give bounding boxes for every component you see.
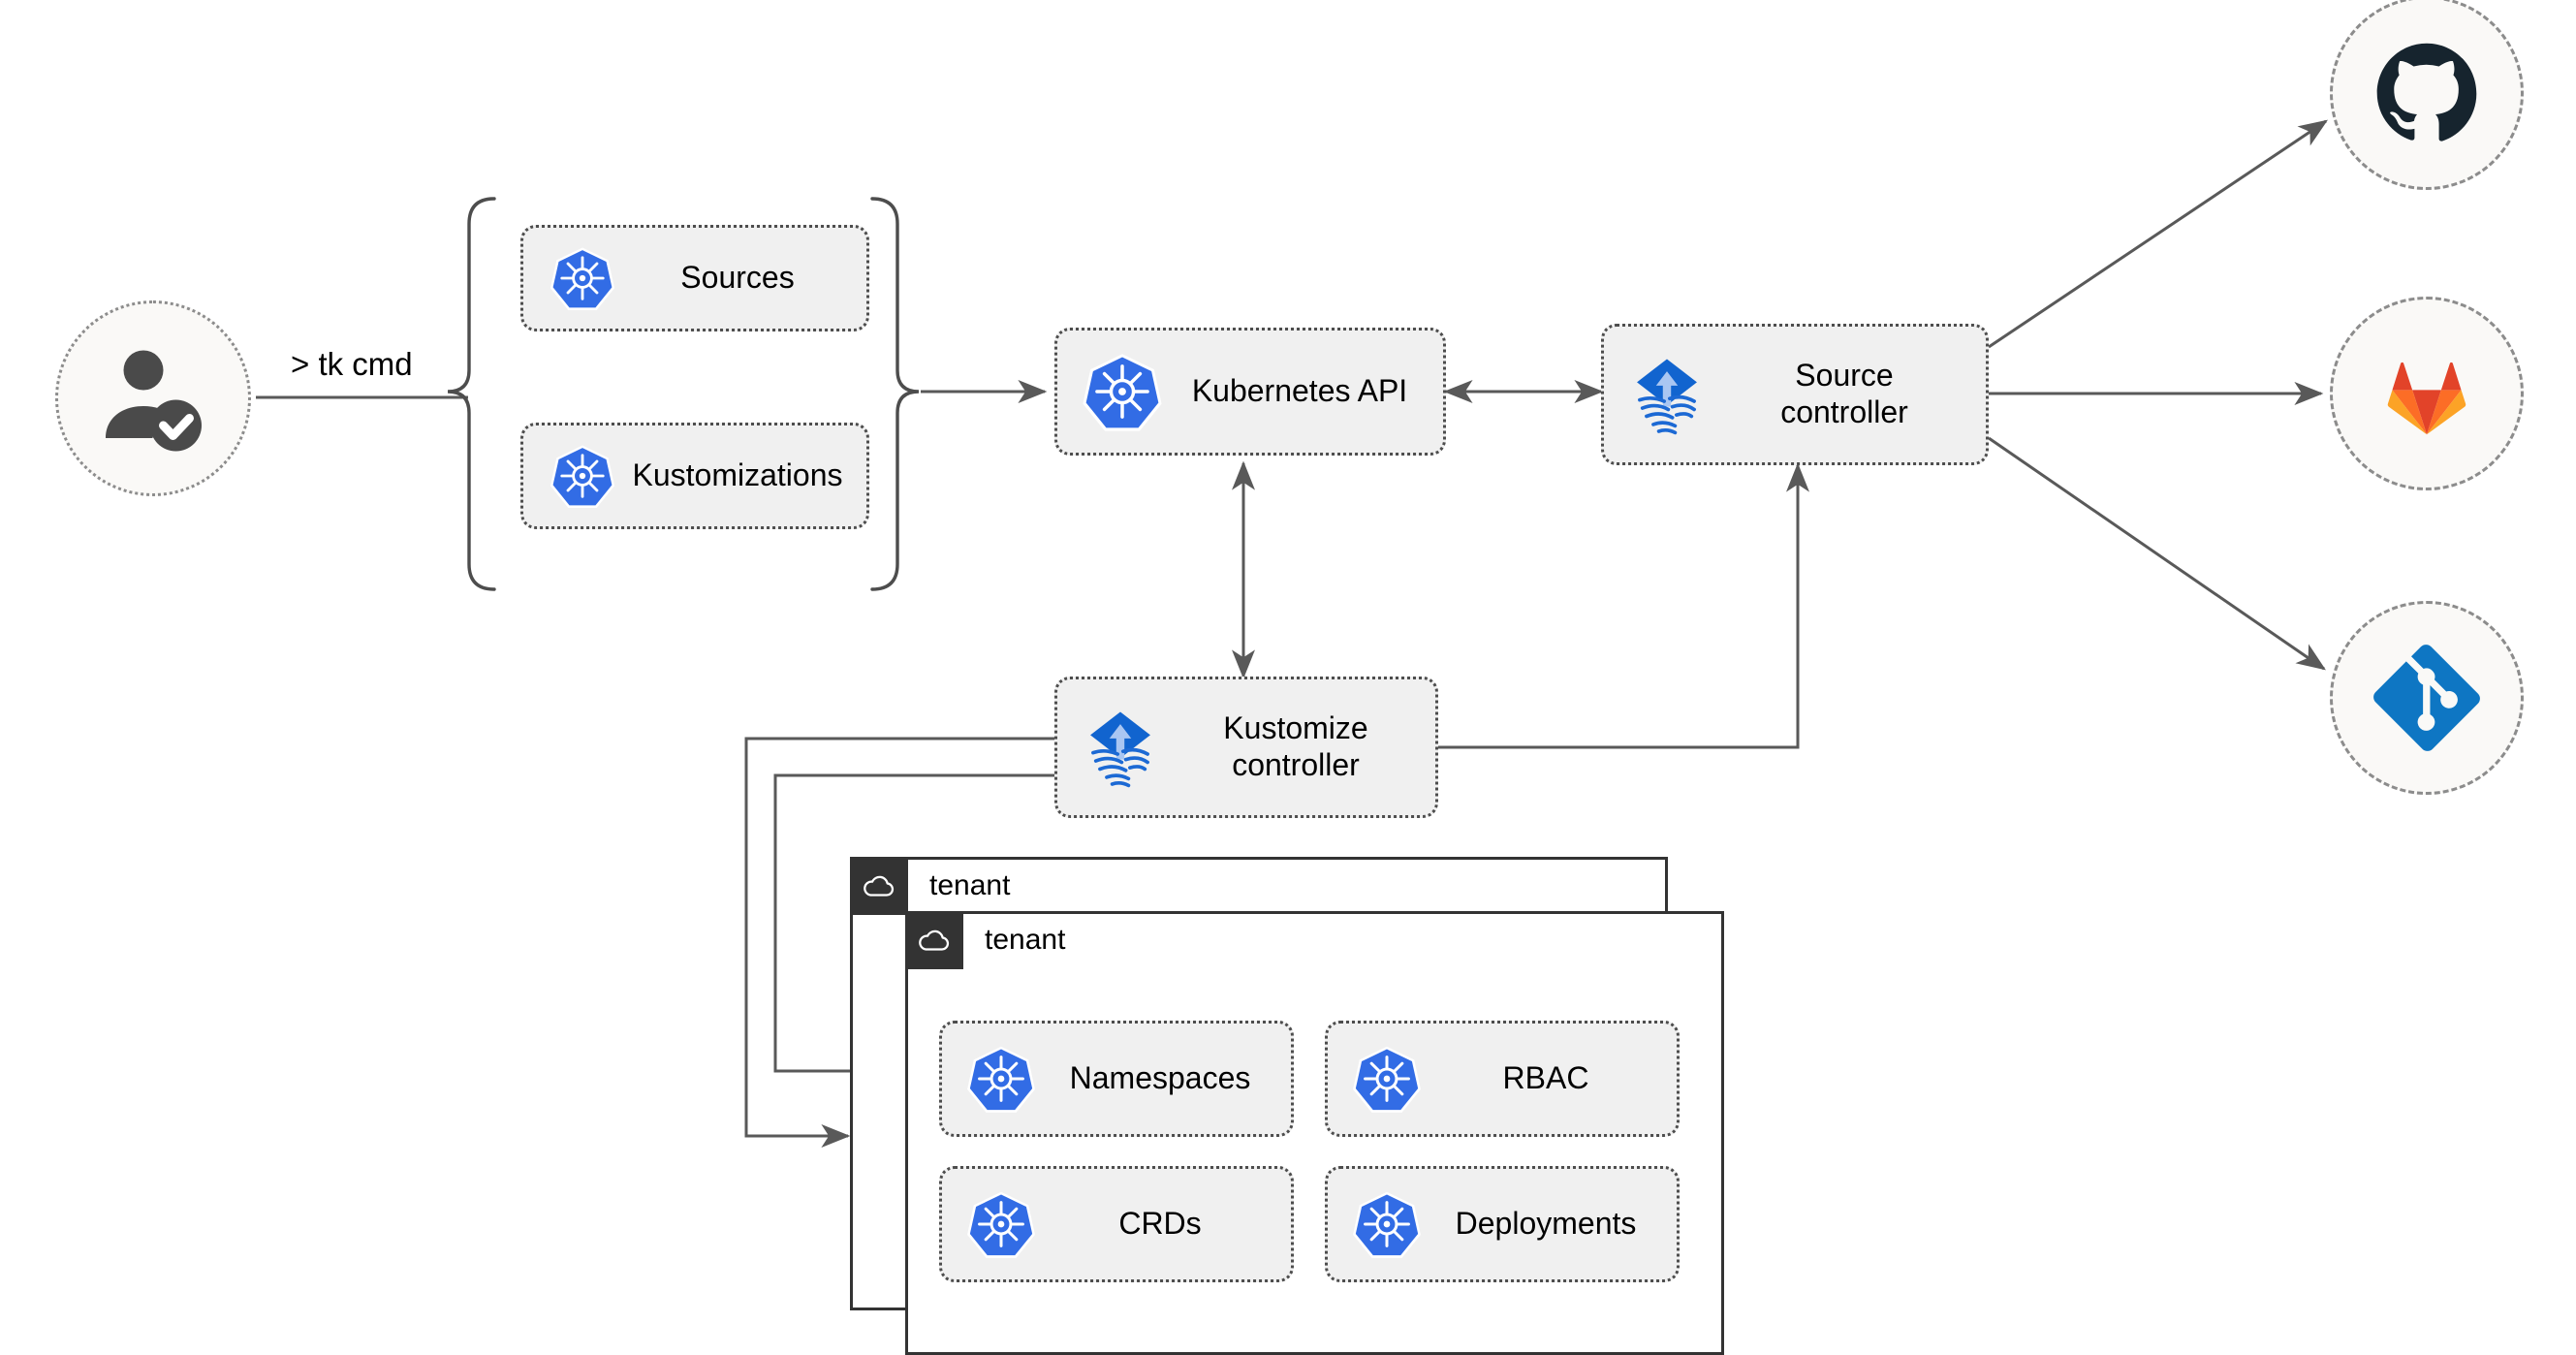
tenant-window-inner: tenant Namespaces: [905, 911, 1724, 1355]
edge-source-to-git: [1988, 436, 2326, 671]
git-icon: [2373, 645, 2480, 751]
node-label: CRDs: [1118, 1206, 1202, 1242]
kubernetes-icon: [965, 1043, 1037, 1115]
repo-gitlab[interactable]: [2330, 297, 2524, 490]
flux-icon: [1077, 704, 1164, 791]
cloud-icon: [905, 911, 963, 969]
node-crds[interactable]: CRDs: [939, 1166, 1294, 1282]
kubernetes-icon: [965, 1188, 1037, 1260]
node-kubernetes-api[interactable]: Kubernetes API: [1054, 328, 1446, 456]
kubernetes-icon: [549, 442, 616, 510]
cloud-icon: [850, 857, 908, 915]
node-label: Namespaces: [1069, 1060, 1251, 1096]
tenant-header: tenant: [905, 911, 1065, 969]
repo-github[interactable]: [2330, 0, 2524, 190]
tenant-title: tenant: [929, 869, 1011, 901]
brace-right: [870, 197, 920, 591]
edge-source-to-github: [1988, 119, 2328, 349]
node-label: Sources: [680, 260, 795, 296]
node-rbac[interactable]: RBAC: [1325, 1021, 1680, 1137]
node-kustomizations[interactable]: Kustomizations: [520, 423, 869, 529]
repo-git[interactable]: [2330, 601, 2524, 795]
command-label: > tk cmd: [291, 346, 413, 382]
node-label: RBAC: [1502, 1060, 1589, 1096]
kubernetes-icon: [1081, 350, 1164, 433]
kubernetes-icon: [1351, 1188, 1423, 1260]
node-kustomize-controller[interactable]: Kustomize controller: [1054, 677, 1438, 818]
edge-kustomize-to-tenant-outer: [744, 737, 1056, 1148]
user-verified-icon: [106, 350, 202, 452]
node-label: Kustomize controller: [1223, 710, 1368, 782]
tenant-title: tenant: [985, 924, 1066, 956]
node-label: Kubernetes API: [1191, 373, 1408, 409]
flux-icon: [1623, 351, 1711, 438]
edge-kustomize-to-tenant-inner: [773, 773, 1056, 1083]
tenant-header: tenant: [850, 857, 1010, 915]
kubernetes-icon: [1351, 1043, 1423, 1115]
node-label: Deployments: [1455, 1206, 1637, 1242]
kubernetes-icon: [549, 244, 616, 312]
node-sources[interactable]: Sources: [520, 225, 869, 331]
node-source-controller[interactable]: Source controller: [1601, 324, 1989, 465]
node-label: Source controller: [1780, 358, 1908, 429]
edge-kustomize-to-source: [1438, 462, 1809, 749]
node-label: Kustomizations: [632, 457, 843, 493]
node-namespaces[interactable]: Namespaces: [939, 1021, 1294, 1137]
github-icon: [2376, 43, 2477, 142]
gitlab-icon: [2387, 362, 2466, 435]
node-deployments[interactable]: Deployments: [1325, 1166, 1680, 1282]
user-avatar: [55, 300, 251, 496]
brace-left: [447, 197, 496, 591]
